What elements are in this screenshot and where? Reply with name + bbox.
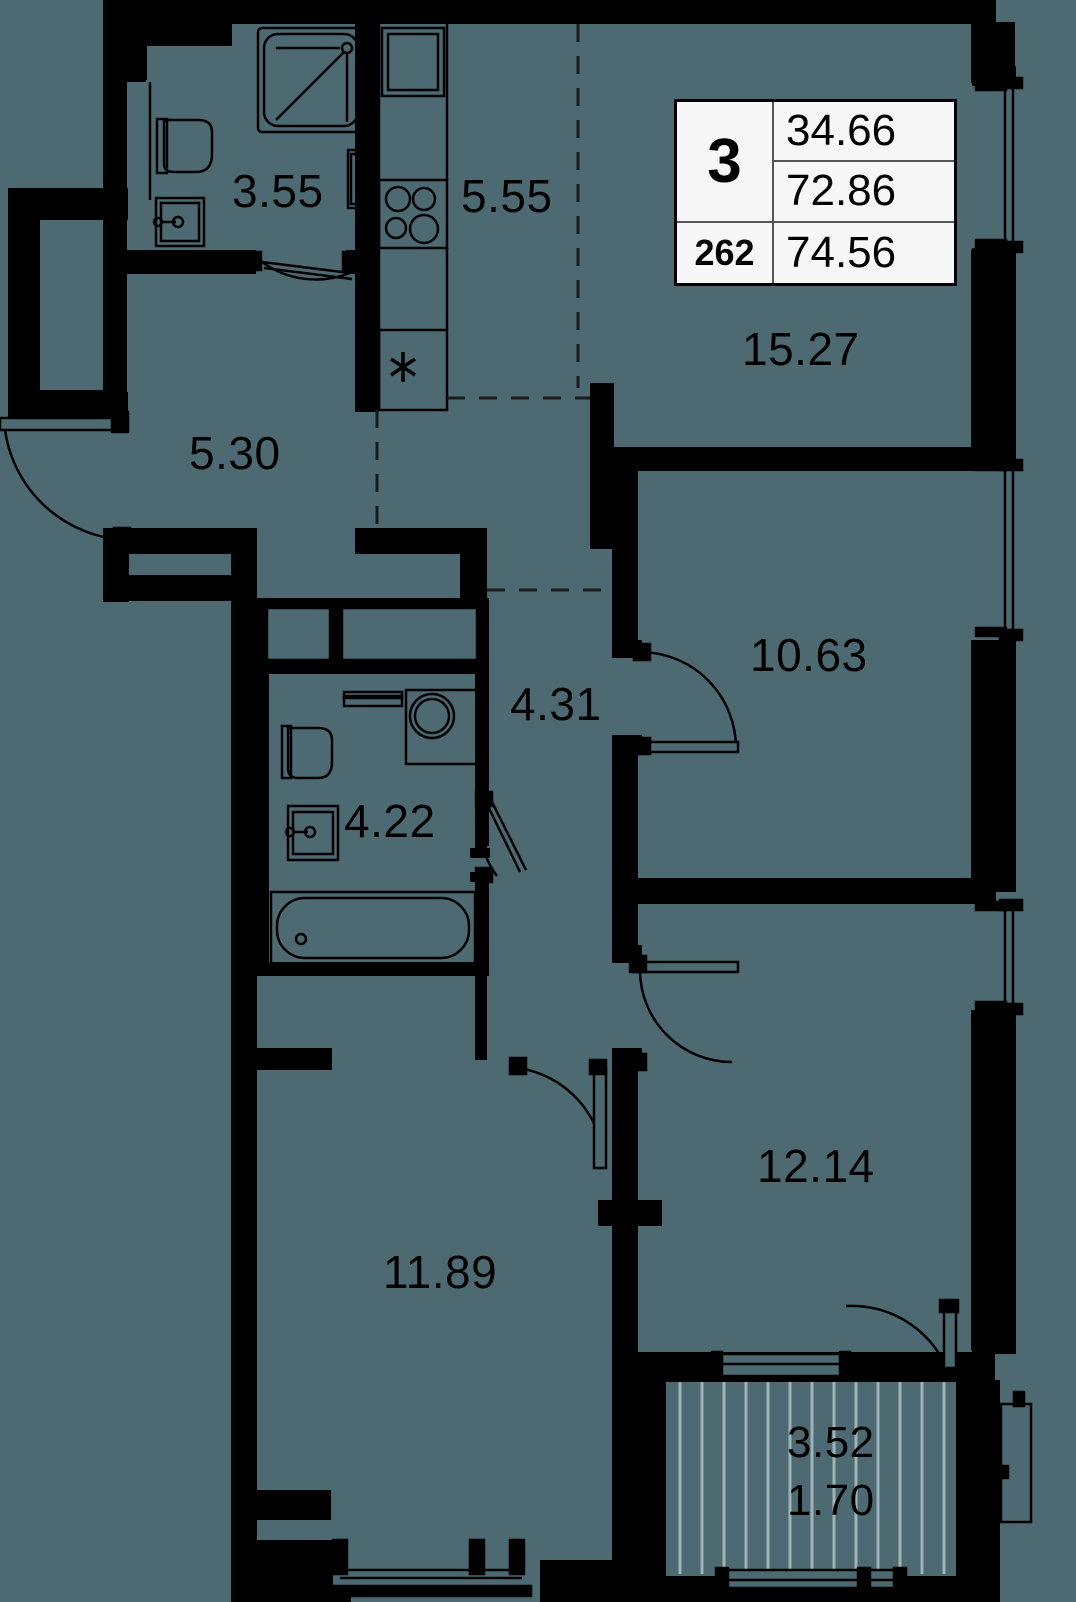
fixtures-kitchen: [377, 24, 449, 412]
area-with-balcony: 74.56: [786, 227, 897, 277]
apartment-info-table: 3 34.66 72.86 262 74.56: [674, 99, 957, 286]
door-entrance: [0, 410, 132, 546]
area-total: 72.86: [774, 162, 954, 223]
door-guest-bath: [245, 250, 359, 281]
area-label-kitchen: 5.55: [461, 170, 553, 222]
area-label-bathroom-main: 4.22: [344, 795, 436, 847]
area-label-balcony-area: 3.52: [787, 1418, 875, 1467]
area-label-hall: 5.30: [189, 427, 281, 479]
wall-nibs: [103, 538, 487, 601]
area-label-bathroom-guest: 3.55: [232, 165, 324, 217]
area-label-living-room: 15.27: [742, 323, 860, 375]
fixtures-main-bath: [269, 688, 480, 966]
fixtures-guest-bath: [148, 26, 365, 248]
area-label-balcony-counted: 1.70: [787, 1476, 875, 1525]
door-main-bath: [474, 790, 528, 884]
area-living: 34.66: [774, 102, 954, 163]
walls-detail: [8, 0, 1016, 1602]
door-bedroom-left: [508, 1056, 608, 1170]
area-label-corridor: 4.31: [510, 678, 602, 730]
door-balcony: [710, 1298, 960, 1382]
apartment-number: 262: [677, 222, 774, 283]
door-bedroom-right: [628, 954, 740, 1072]
area-label-bedroom-middle: 10.63: [750, 629, 868, 681]
door-balcony-exit: [956, 1464, 1010, 1526]
closet-niche: [265, 606, 479, 662]
door-bedroom-middle: [632, 642, 740, 756]
zone-dashed-lines: [375, 24, 614, 592]
windows: [331, 76, 1033, 1598]
area-label-bedroom-right: 12.14: [757, 1140, 875, 1192]
room-count: 3: [677, 102, 774, 223]
area-label-bedroom-left: 11.89: [383, 1246, 498, 1298]
balcony: [666, 1376, 956, 1602]
